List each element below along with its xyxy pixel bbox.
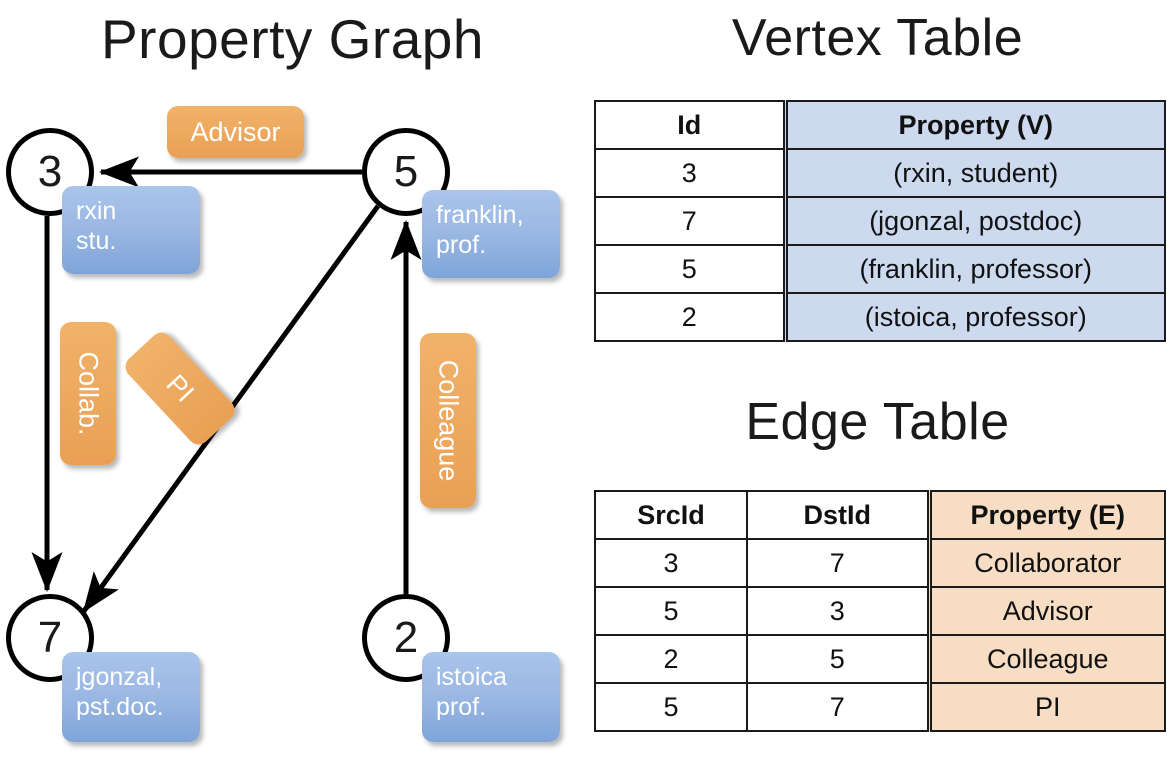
edge-callout-collab-label: Collab. [73, 351, 104, 436]
vertex-row-1-property: (jgonzal, postdoc) [782, 196, 1166, 246]
edge-callout-pi-label: PI [160, 368, 201, 408]
edge-row-0-property: Collaborator [926, 538, 1166, 588]
edge-table-header-srcid: SrcId [594, 490, 748, 540]
edge-row-2-src: 2 [594, 634, 748, 684]
page-title-property-graph: Property Graph [100, 8, 484, 70]
vertex-table-header-id: Id [594, 100, 786, 150]
vertex-row-0-id: 3 [594, 148, 786, 198]
vertex-row-3-id: 2 [594, 292, 786, 342]
table-row[interactable]: 3 (rxin, student) [594, 148, 1166, 198]
vertex-table-header-property: Property (V) [782, 100, 1166, 150]
vertex-row-2-property: (franklin, professor) [782, 244, 1166, 294]
edge-row-2-dst: 5 [746, 634, 930, 684]
edge-table: SrcId DstId Property (E) 3 7 Collaborato… [594, 490, 1166, 732]
edge-row-0-src: 3 [594, 538, 748, 588]
table-row[interactable]: 2 (istoica, professor) [594, 292, 1166, 342]
edge-callout-colleague[interactable]: Colleague [420, 333, 476, 508]
graph-node-2[interactable]: 2 [362, 594, 450, 682]
table-row[interactable]: 3 7 Collaborator [594, 538, 1166, 588]
table-row[interactable]: 5 3 Advisor [594, 586, 1166, 636]
edge-callout-advisor[interactable]: Advisor [167, 106, 304, 158]
vertex-callout-5[interactable]: franklin, prof. [422, 190, 560, 278]
edge-table-header-row: SrcId DstId Property (E) [594, 490, 1166, 540]
graph-node-5[interactable]: 5 [362, 128, 450, 216]
table-row[interactable]: 2 5 Colleague [594, 634, 1166, 684]
vertex-callout-7[interactable]: jgonzal, pst.doc. [62, 652, 200, 742]
graph-node-5-label: 5 [393, 147, 419, 196]
vertex-callout-2-line2: prof. [436, 693, 487, 721]
graph-node-2-label: 2 [393, 613, 419, 662]
graph-node-7-label: 7 [37, 613, 63, 662]
vertex-callout-2-line1: istoica [436, 663, 507, 691]
edge-row-3-property: PI [926, 682, 1166, 732]
edge-row-3-src: 5 [594, 682, 748, 732]
edge-row-1-property: Advisor [926, 586, 1166, 636]
edge-row-3-dst: 7 [746, 682, 930, 732]
vertex-callout-5-line2: prof. [436, 231, 487, 259]
edge-row-0-dst: 7 [746, 538, 930, 588]
edge-callout-collab[interactable]: Collab. [60, 322, 116, 465]
vertex-callout-3[interactable]: rxin stu. [62, 186, 200, 274]
table-row[interactable]: 5 7 PI [594, 682, 1166, 732]
edge-table-header-dstid: DstId [746, 490, 930, 540]
page-title-edge-table: Edge Table [745, 393, 1010, 451]
vertex-row-1-id: 7 [594, 196, 786, 246]
vertex-callout-7-line2: pst.doc. [76, 693, 164, 721]
table-row[interactable]: 5 (franklin, professor) [594, 244, 1166, 294]
vertex-callout-3-line1: rxin [76, 197, 117, 225]
page-title-vertex-table: Vertex Table [731, 9, 1024, 67]
table-row[interactable]: 7 (jgonzal, postdoc) [594, 196, 1166, 246]
vertex-row-2-id: 5 [594, 244, 786, 294]
property-graph-diagram: 3 5 7 2 rxin stu. franklin, prof. jgonza… [6, 106, 560, 742]
edge-table-header-property: Property (E) [926, 490, 1166, 540]
vertex-callout-3-line2: stu. [76, 227, 117, 255]
graph-node-3-label: 3 [37, 147, 63, 196]
vertex-row-3-property: (istoica, professor) [782, 292, 1166, 342]
vertex-row-0-property: (rxin, student) [782, 148, 1166, 198]
edge-row-1-src: 5 [594, 586, 748, 636]
edge-callout-advisor-label: Advisor [190, 116, 281, 147]
vertex-callout-7-line1: jgonzal, [76, 663, 163, 691]
edge-row-1-dst: 3 [746, 586, 930, 636]
edge-row-2-property: Colleague [926, 634, 1166, 684]
edge-callout-colleague-label: Colleague [433, 359, 464, 482]
vertex-table: Id Property (V) 3 (rxin, student) 7 (jgo… [594, 100, 1166, 342]
vertex-callout-2[interactable]: istoica prof. [422, 652, 560, 742]
vertex-callout-5-line1: franklin, [436, 201, 524, 229]
vertex-table-header-row: Id Property (V) [594, 100, 1166, 150]
